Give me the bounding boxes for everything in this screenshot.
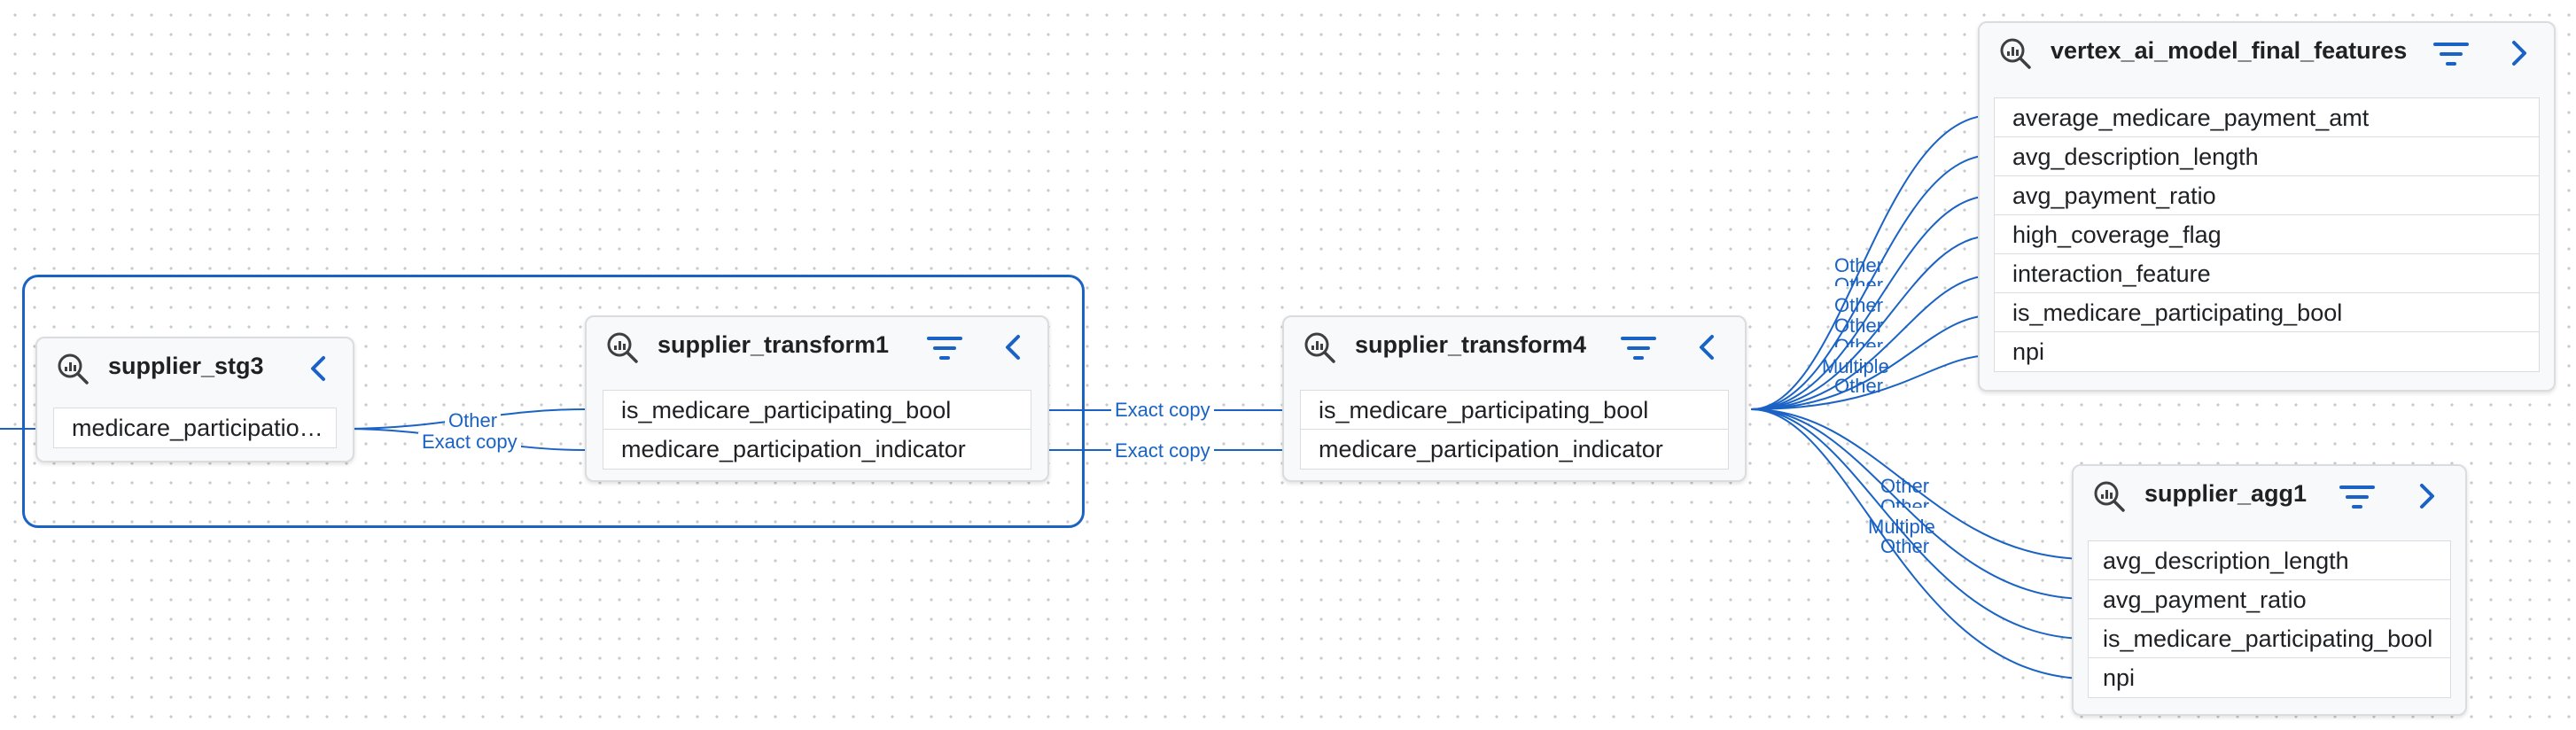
field-row[interactable]: is_medicare_participating_bool: [2089, 619, 2450, 658]
field-list: is_medicare_participating_bool medicare_…: [1300, 390, 1729, 470]
table-search-icon: [2000, 38, 2031, 69]
edge-label[interactable]: Other: [1880, 475, 1930, 497]
node-header: vertex_ai_model_final_features: [1980, 23, 2554, 76]
field-row[interactable]: medicare_participation_indicator: [1319, 436, 1663, 462]
edge-label[interactable]: Other: [1834, 254, 1884, 276]
node-supplier-transform4[interactable]: supplier_transform4 is_medicare_particip…: [1282, 315, 1747, 482]
edge-label[interactable]: Exact copy: [418, 432, 521, 452]
lineage-group-box[interactable]: [22, 275, 1085, 528]
node-header: supplier_transform1: [587, 317, 1047, 370]
chevron-left-icon[interactable]: [305, 353, 331, 384]
node-title: vertex_ai_model_final_features: [2051, 37, 2408, 64]
edge-label[interactable]: Other: [1834, 375, 1884, 397]
field-list: average_medicare_payment_amt avg_descrip…: [1994, 97, 2540, 372]
node-vertex-ai-model-final-features[interactable]: vertex_ai_model_final_features average_m…: [1978, 21, 2556, 392]
field-row[interactable]: avg_description_length: [1995, 137, 2539, 176]
edge-label[interactable]: Other: [1834, 276, 1883, 286]
node-header: supplier_stg3: [37, 338, 353, 392]
field-row[interactable]: avg_payment_ratio: [2089, 580, 2450, 619]
field-row[interactable]: interaction_feature: [1995, 254, 2539, 293]
node-header: supplier_transform4: [1284, 317, 1745, 370]
edge-label[interactable]: Other: [1880, 535, 1930, 557]
filter-icon[interactable]: [927, 335, 962, 361]
edge-t4-to-vertex-3: [1750, 195, 1993, 410]
edge-label[interactable]: Multiple: [1822, 355, 1889, 377]
field-row[interactable]: average_medicare_payment_amt: [1995, 98, 2539, 137]
node-title: supplier_transform4: [1355, 331, 1587, 358]
node-title: supplier_transform1: [658, 331, 890, 358]
edge-t4-to-vertex-5: [1750, 275, 1993, 410]
field-row[interactable]: is_medicare_participating_bool: [1995, 293, 2539, 332]
chevron-left-icon[interactable]: [1000, 331, 1026, 363]
field-row[interactable]: high_coverage_flag: [1995, 215, 2539, 254]
edge-t4-to-vertex-2: [1750, 154, 1993, 410]
node-supplier-agg1[interactable]: supplier_agg1 avg_description_length avg…: [2072, 464, 2467, 716]
node-header: supplier_agg1: [2074, 466, 2465, 519]
edge-t4-to-agg-1: [1750, 408, 2089, 560]
chevron-right-icon[interactable]: [2414, 480, 2440, 512]
table-search-icon: [1304, 332, 1335, 363]
chevron-right-icon[interactable]: [2506, 37, 2533, 69]
table-search-icon: [58, 353, 89, 384]
edge-t4-to-agg-4: [1750, 408, 2089, 680]
edge-label[interactable]: Other: [1834, 294, 1884, 316]
edge-t4-to-agg-3: [1750, 408, 2089, 640]
edge-label[interactable]: Other: [1834, 315, 1884, 337]
filter-icon[interactable]: [2339, 484, 2375, 510]
node-title: supplier_stg3: [108, 353, 264, 379]
edge-label[interactable]: Other: [445, 411, 502, 431]
field-list: avg_description_length avg_payment_ratio…: [2088, 540, 2451, 698]
field-row[interactable]: npi: [2103, 664, 2136, 691]
filter-icon[interactable]: [1621, 335, 1656, 361]
table-search-icon: [2094, 481, 2125, 512]
field-row[interactable]: is_medicare_participating_bool: [1301, 391, 1728, 430]
field-row[interactable]: npi: [2012, 338, 2045, 365]
table-search-icon: [607, 332, 638, 363]
edge-t4-to-agg-2: [1750, 408, 2089, 600]
edge-label[interactable]: Multiple: [1868, 516, 1935, 538]
chevron-left-icon[interactable]: [1693, 331, 1720, 363]
node-title: supplier_agg1: [2144, 480, 2308, 507]
field-list: is_medicare_participating_bool medicare_…: [603, 390, 1031, 470]
field-row[interactable]: medicare_participatio…: [72, 415, 323, 441]
edge-label[interactable]: Other: [1834, 337, 1883, 347]
node-supplier-stg3[interactable]: supplier_stg3 medicare_participatio…: [35, 337, 354, 462]
field-row[interactable]: medicare_participation_indicator: [621, 436, 966, 462]
field-row[interactable]: avg_payment_ratio: [1995, 176, 2539, 215]
node-supplier-transform1[interactable]: supplier_transform1 is_medicare_particip…: [585, 315, 1049, 482]
edge-label[interactable]: Other: [1880, 497, 1929, 508]
edge-t4-to-vertex-4: [1750, 235, 1993, 410]
edge-t4-to-vertex-7: [1750, 354, 1993, 410]
edge-t4-to-vertex-1: [1750, 114, 1993, 410]
filter-icon[interactable]: [2433, 41, 2469, 67]
field-row[interactable]: avg_description_length: [2089, 541, 2450, 580]
field-list: medicare_participatio…: [53, 408, 337, 448]
edge-label[interactable]: Exact copy: [1111, 400, 1214, 420]
edge-label[interactable]: Exact copy: [1111, 441, 1214, 461]
edge-t4-to-vertex-6: [1750, 315, 1993, 410]
field-row[interactable]: is_medicare_participating_bool: [603, 391, 1031, 430]
